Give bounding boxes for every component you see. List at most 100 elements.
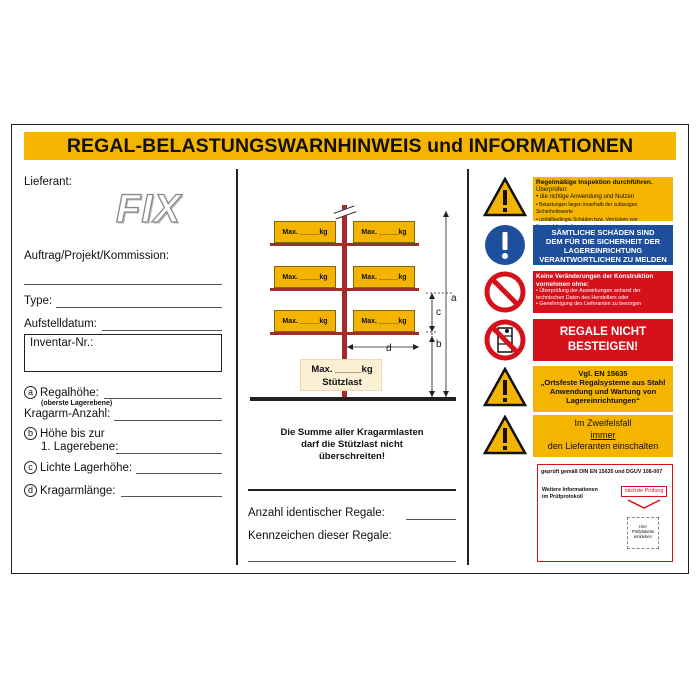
kragarm-anzahl-label: Kragarm-Anzahl: (24, 408, 111, 420)
summe-line-2: darf die Stützlast nicht (301, 439, 403, 450)
oberste-label: (oberste Lagerebene) (41, 400, 113, 407)
stuetzlast-box: Max. _____kg Stützlast (300, 359, 382, 391)
auftrag-label: Auftrag/Projekt/Kommission: (24, 250, 170, 262)
doubt-panel: Im Zweifelsfall immer den Lieferanten ei… (533, 415, 673, 457)
fix-logo: FIX (115, 186, 182, 231)
doubt-line: Im Zweifelsfall (574, 418, 632, 428)
inspection-line: • die richtige Anwendung und Nutzen (536, 194, 635, 200)
no-climbing-panel: REGALE NICHT BESTEIGEN! (533, 319, 673, 361)
load-box: Max. _____kg (274, 266, 336, 288)
doubt-line-emph: immer (590, 429, 616, 440)
inspection-line: • Belastungen liegen innerhalb der zuläs… (536, 201, 638, 216)
dimension-lines (347, 211, 452, 397)
no-modification-line: • Genehmigung des Lieferanten zu besorge… (536, 301, 642, 307)
inventar-field[interactable]: Inventar-Nr.: (24, 334, 222, 372)
shelf-arm-low-left (270, 332, 342, 335)
load-box: Max. _____kg (353, 266, 415, 288)
no-modification-line: • Überprüfung der Auswirkungen anhand de… (536, 288, 641, 301)
inspection-label-info: Weitere Informationen (542, 487, 598, 493)
divider-right (467, 169, 469, 565)
lichte-line (136, 473, 222, 474)
inspection-label-panel: geprüft gemäß DIN EN 15635 und DGUV 108-… (537, 464, 673, 562)
warning-triangle-icon (483, 177, 527, 217)
arrow-down-icon (627, 499, 661, 509)
marker-c: c (24, 461, 37, 474)
load-box: Max. _____kg (274, 310, 336, 332)
aufstelldatum-line (102, 330, 222, 331)
anzahl-line (406, 519, 456, 520)
stuetzlast-max: Max. _____kg (311, 364, 373, 375)
shelf-arm-mid-left (270, 288, 342, 291)
load-box: Max. _____kg (274, 221, 336, 243)
lieferant-label: Lieferant: (24, 176, 72, 188)
shelf-arm-top-left (270, 243, 342, 246)
standard-panel: Vgl. EN 15635 „Ortsfeste Regalsysteme au… (533, 366, 673, 412)
dim-c-label: c (436, 307, 441, 318)
load-box: Max. _____kg (353, 221, 415, 243)
next-inspection-tag: nächste Prüfung (621, 486, 667, 497)
shelf-arm-top-right (347, 243, 419, 246)
marker-d: d (24, 484, 37, 497)
standard-line: „Ortsfeste Regalsysteme aus Stahl (540, 378, 666, 387)
kragarmlaenge-line (121, 496, 222, 497)
divider-left (236, 169, 238, 565)
inventar-label: Inventar-Nr.: (30, 337, 94, 349)
doubt-line: den Lieferanten einschalten (547, 441, 659, 451)
inspection-line: Überprüfen: (536, 186, 568, 193)
standard-line: Vgl. EN 15635 (578, 369, 628, 378)
lagerebene-line (116, 453, 222, 454)
lagerebene-label: 1. Lagerebene: (41, 441, 119, 453)
damage-report-panel: SÄMTLICHE SCHÄDEN SIND DEM FÜR DIE SICHE… (533, 225, 673, 265)
shelf-arm-mid-right (347, 288, 419, 291)
standard-line: Lagereinrichtungen“ (566, 396, 640, 405)
marker-a: a (24, 386, 37, 399)
no-climbing-line: BESTEIGEN! (567, 341, 639, 353)
sticker-line: einkleben (634, 534, 652, 539)
aufstelldatum-label: Aufstelldatum: (24, 318, 97, 330)
dim-a-label: a (451, 293, 457, 304)
damage-line: LAGEREINRICHTUNG (563, 246, 643, 255)
kennzeichen-label: Kennzeichen dieser Regale: (248, 530, 392, 542)
no-modification-title: Keine Veränderungen der Konstruktion vor… (536, 273, 654, 288)
damage-line: SÄMTLICHE SCHÄDEN SIND (551, 228, 655, 237)
warning-triangle-icon (483, 367, 527, 407)
inspection-label-info: im Prüfprotokoll (542, 494, 583, 500)
standard-line: Anwendung und Wartung von (549, 387, 657, 396)
no-climbing-line: REGALE NICHT (559, 326, 647, 338)
type-label: Type: (24, 295, 53, 307)
stuetzlast-label: Stützlast (322, 377, 362, 388)
sign-title: REGAL-BELASTUNGSWARNHINWEIS und INFORMAT… (24, 132, 676, 160)
sticker-line: Prüfplakette (631, 529, 655, 534)
damage-line: DEM FÜR DIE SICHERHEIT DER (545, 237, 661, 246)
inspection-sticker-area: Hier Prüfplakette einkleben (627, 517, 659, 549)
mandatory-info-icon (485, 225, 525, 265)
inspection-title: Regelmäßige Inspektion durchführen. (536, 179, 653, 186)
warning-sign: REGAL-BELASTUNGSWARNHINWEIS und INFORMAT… (11, 124, 689, 574)
damage-line: VERANTWORTLICHEN ZU MELDEN (539, 255, 667, 264)
warning-triangle-icon (483, 415, 527, 455)
type-line (56, 307, 222, 308)
summe-line-3: überschreiten! (319, 451, 385, 462)
no-modification-panel: Keine Veränderungen der Konstruktion vor… (533, 271, 673, 313)
marker-b: b (24, 427, 37, 440)
shelf-arm-low-right (347, 332, 419, 335)
summe-line-1: Die Summe aller Kragarmlasten (280, 427, 424, 438)
auftrag-line (24, 284, 222, 285)
base-foot (250, 397, 456, 401)
kragarm-anzahl-line (114, 420, 222, 421)
dim-b-label: b (436, 339, 442, 350)
dim-d-label: d (386, 343, 392, 354)
prohibition-icon (484, 271, 526, 313)
inspection-panel: Regelmäßige Inspektion durchführen. Über… (533, 177, 673, 230)
middle-divider (248, 489, 456, 491)
load-box: Max. _____kg (353, 310, 415, 332)
anzahl-label: Anzahl identischer Regale: (248, 507, 385, 519)
no-climbing-icon (484, 319, 526, 361)
sticker-line: Hier (639, 524, 647, 529)
rack-column (342, 205, 347, 399)
regalhoehe-line (104, 398, 222, 399)
